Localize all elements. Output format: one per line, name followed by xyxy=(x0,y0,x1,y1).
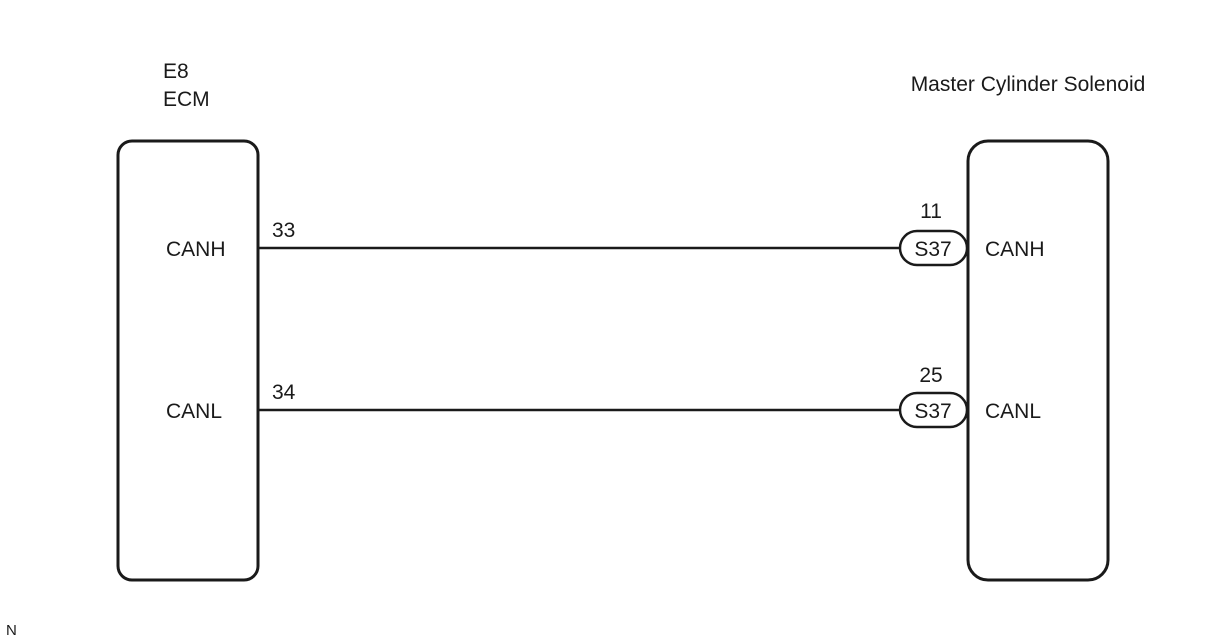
corner-mark: N xyxy=(6,622,17,639)
ecm-canl-pin-number: 34 xyxy=(272,381,296,404)
canl-connector-label: S37 xyxy=(914,400,951,423)
solenoid-name-label: Master Cylinder Solenoid xyxy=(911,73,1146,96)
ecm-box xyxy=(116,139,260,582)
canh-connector-badge xyxy=(898,229,969,267)
solenoid-canh-pin-number: 11 xyxy=(920,200,942,223)
ecm-name-label: ECM xyxy=(163,88,210,111)
ecm-connector-label: E8 xyxy=(163,60,189,83)
solenoid-canh-label: CANH xyxy=(985,238,1045,261)
solenoid-canl-label: CANL xyxy=(985,400,1041,423)
ecm-canh-label: CANH xyxy=(166,238,226,261)
ecm-canh-pin-number: 33 xyxy=(272,219,295,242)
solenoid-box xyxy=(966,139,1110,582)
ecm-canl-label: CANL xyxy=(166,400,222,423)
solenoid-canl-pin-number: 25 xyxy=(919,364,942,387)
canl-connector-badge xyxy=(898,391,969,429)
canh-connector-label: S37 xyxy=(914,238,951,261)
